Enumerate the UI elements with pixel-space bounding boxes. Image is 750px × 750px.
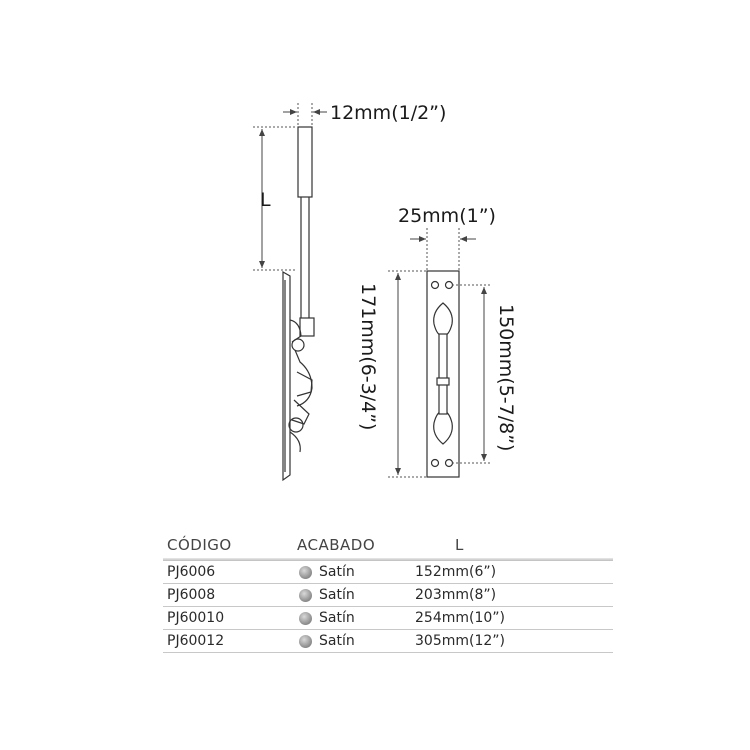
spec-table: CÓDIGO ACABADO L PJ6006 Satín 152mm(6”) … (163, 530, 613, 653)
plate-width-label: 25mm(1”) (398, 205, 496, 227)
table-header: CÓDIGO ACABADO L (163, 530, 613, 556)
plate-height-label: 171mm(6-3/4”) (357, 283, 379, 430)
satin-swatch-icon (299, 612, 312, 625)
header-divider (163, 558, 613, 561)
rod-width-label: 12mm(1/2”) (330, 102, 446, 124)
row-length: 152mm(6”) (415, 564, 497, 580)
technical-drawing: 12mm(1/2”) L 25mm(1”) 171mm(6-3/4”) (253, 102, 517, 482)
row-finish: Satín (319, 633, 355, 649)
row-finish: Satín (319, 564, 355, 580)
side-view (282, 126, 315, 482)
row-finish: Satín (319, 610, 355, 626)
table-row: PJ6006 Satín 152mm(6”) (163, 561, 613, 584)
row-code: PJ60012 (167, 633, 225, 649)
header-length: L (455, 536, 464, 554)
row-code: PJ6006 (167, 564, 216, 580)
front-view (426, 270, 460, 478)
header-code: CÓDIGO (167, 536, 232, 554)
header-finish: ACABADO (297, 536, 376, 554)
row-code: PJ6008 (167, 587, 216, 603)
dim-rod-width (297, 103, 313, 127)
row-length: 203mm(8”) (415, 587, 497, 603)
table-row: PJ60012 Satín 305mm(12”) (163, 630, 613, 653)
table-row: PJ6008 Satín 203mm(8”) (163, 584, 613, 607)
satin-swatch-icon (299, 589, 312, 602)
row-length: 305mm(12”) (415, 633, 505, 649)
satin-swatch-icon (299, 635, 312, 648)
satin-swatch-icon (299, 566, 312, 579)
table-row: PJ60010 Satín 254mm(10”) (163, 607, 613, 630)
row-length: 254mm(10”) (415, 610, 505, 626)
row-finish: Satín (319, 587, 355, 603)
row-code: PJ60010 (167, 610, 225, 626)
rod-length-label: L (260, 189, 271, 211)
hole-spacing-label: 150mm(5-7/8”) (495, 304, 517, 451)
